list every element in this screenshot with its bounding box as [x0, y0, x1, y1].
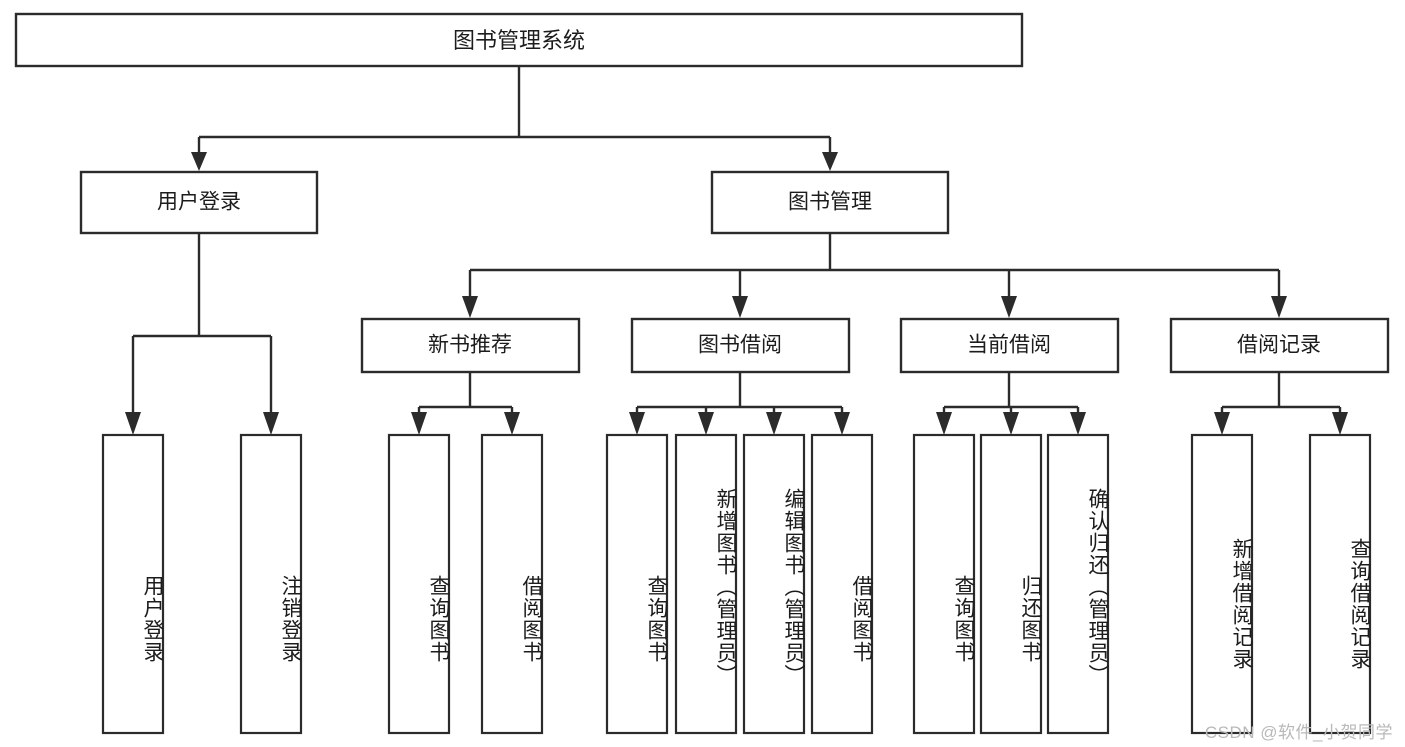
- arrow-head-root-to-login: [191, 152, 207, 171]
- arrow-head-newbook-l1: [411, 412, 427, 435]
- node-borrow-record[interactable]: 借阅记录: [1169, 317, 1390, 374]
- leaf-box-current-query[interactable]: [912, 433, 976, 735]
- arrow-head-record-l1: [1214, 412, 1230, 435]
- arrow-head-login-leaf1: [125, 412, 141, 435]
- node-user-login-label: 用户登录: [157, 191, 241, 214]
- node-new-book-recommend[interactable]: 新书推荐: [360, 317, 581, 374]
- node-current-borrow-label: 当前借阅: [967, 334, 1051, 357]
- leaf-box-borrow-edit[interactable]: [742, 433, 806, 735]
- csdn-watermark: CSDN @软件_小贺同学: [1204, 723, 1393, 742]
- arrow-head-current-l1: [936, 412, 952, 435]
- node-current-borrow-box[interactable]: [899, 317, 1120, 374]
- leaf-box-record-add[interactable]: [1190, 433, 1254, 735]
- arrow-head-login-leaf2: [263, 412, 279, 435]
- arrow-head-borrow-l4: [834, 412, 850, 435]
- node-new-book-recommend-box[interactable]: [360, 317, 581, 374]
- arrow-head-newbook-l2: [504, 412, 520, 435]
- node-root-box[interactable]: [14, 12, 1024, 68]
- arrow-head-current-l3: [1070, 412, 1086, 435]
- arrow-head-borrow-l2: [698, 412, 714, 435]
- arrow-head-record: [1271, 296, 1287, 318]
- arrow-head-current: [1001, 296, 1017, 318]
- node-root-label: 图书管理系统: [453, 28, 585, 53]
- arrow-head-newbook: [462, 296, 478, 318]
- leaf-box-current-return[interactable]: [979, 433, 1043, 735]
- arrow-head-current-l2: [1003, 412, 1019, 435]
- leaf-box-borrow-add[interactable]: [674, 433, 738, 735]
- node-current-borrow[interactable]: 当前借阅: [899, 317, 1120, 374]
- node-borrow-record-box[interactable]: [1169, 317, 1390, 374]
- node-borrow-record-label: 借阅记录: [1237, 334, 1321, 357]
- arrow-head-root-to-bookmgmt: [822, 152, 838, 171]
- arrow-head-borrow-l3: [766, 412, 782, 435]
- node-new-book-recommend-label: 新书推荐: [428, 334, 512, 357]
- leaf-box-newbook-borrow[interactable]: [480, 433, 544, 735]
- node-book-management[interactable]: 图书管理: [710, 170, 950, 235]
- leaf-box-borrow-query[interactable]: [605, 433, 669, 735]
- node-book-management-label: 图书管理: [788, 191, 872, 214]
- node-root[interactable]: 图书管理系统: [14, 12, 1024, 68]
- arrow-head-borrow: [732, 296, 748, 318]
- node-book-borrow-box[interactable]: [630, 317, 851, 374]
- node-book-borrow[interactable]: 图书借阅: [630, 317, 851, 374]
- leaf-box-user-logout[interactable]: [239, 433, 303, 735]
- leaf-box-current-confirm[interactable]: [1046, 433, 1110, 735]
- leaf-box-borrow-lend[interactable]: [810, 433, 874, 735]
- leaf-box-record-query[interactable]: [1308, 433, 1372, 735]
- node-user-login[interactable]: 用户登录: [79, 170, 319, 235]
- node-book-borrow-label: 图书借阅: [698, 334, 782, 357]
- arrow-head-borrow-l1: [629, 412, 645, 435]
- leaf-box-user-login[interactable]: [101, 433, 165, 735]
- arrow-head-record-l2: [1332, 412, 1348, 435]
- leaf-box-newbook-query[interactable]: [387, 433, 451, 735]
- node-book-management-box[interactable]: [710, 170, 950, 235]
